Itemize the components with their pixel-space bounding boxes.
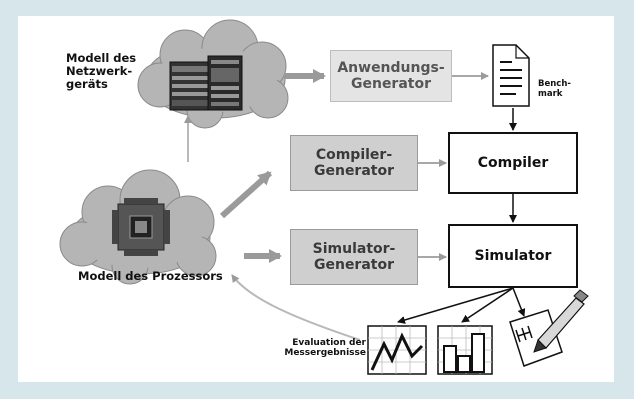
network-device-icon bbox=[169, 55, 243, 111]
evaluation-label: Evaluation der Messergebnisse bbox=[284, 338, 366, 359]
arrow-processor-to-compilergen bbox=[219, 170, 273, 219]
network-model-label: Modell des Netzwerk- geräts bbox=[66, 51, 137, 91]
bar-chart-icon bbox=[437, 325, 493, 375]
compiler-generator-box: Compiler- Generator bbox=[290, 135, 418, 191]
benchmark-label: Bench- mark bbox=[538, 79, 571, 99]
arrow-evaluation-to-processor bbox=[231, 274, 361, 341]
app-generator-box: Anwendungs- Generator bbox=[330, 50, 452, 102]
arrow-simulator-to-linechart bbox=[397, 287, 514, 324]
arrow-simulator-to-notepad bbox=[512, 287, 526, 317]
processor-model-label: Modell des Prozessors bbox=[78, 269, 223, 283]
simulator-box: Simulator bbox=[448, 224, 578, 288]
line-chart-icon bbox=[367, 325, 427, 375]
compiler-box: Compiler bbox=[448, 132, 578, 194]
pencil-icon bbox=[533, 289, 589, 353]
processor-chip-icon bbox=[112, 198, 170, 256]
simulator-generator-box: Simulator- Generator bbox=[290, 229, 418, 285]
arrow-simulator-to-barchart bbox=[461, 287, 514, 323]
document-icon bbox=[492, 44, 530, 107]
notepad-icon bbox=[509, 309, 563, 367]
